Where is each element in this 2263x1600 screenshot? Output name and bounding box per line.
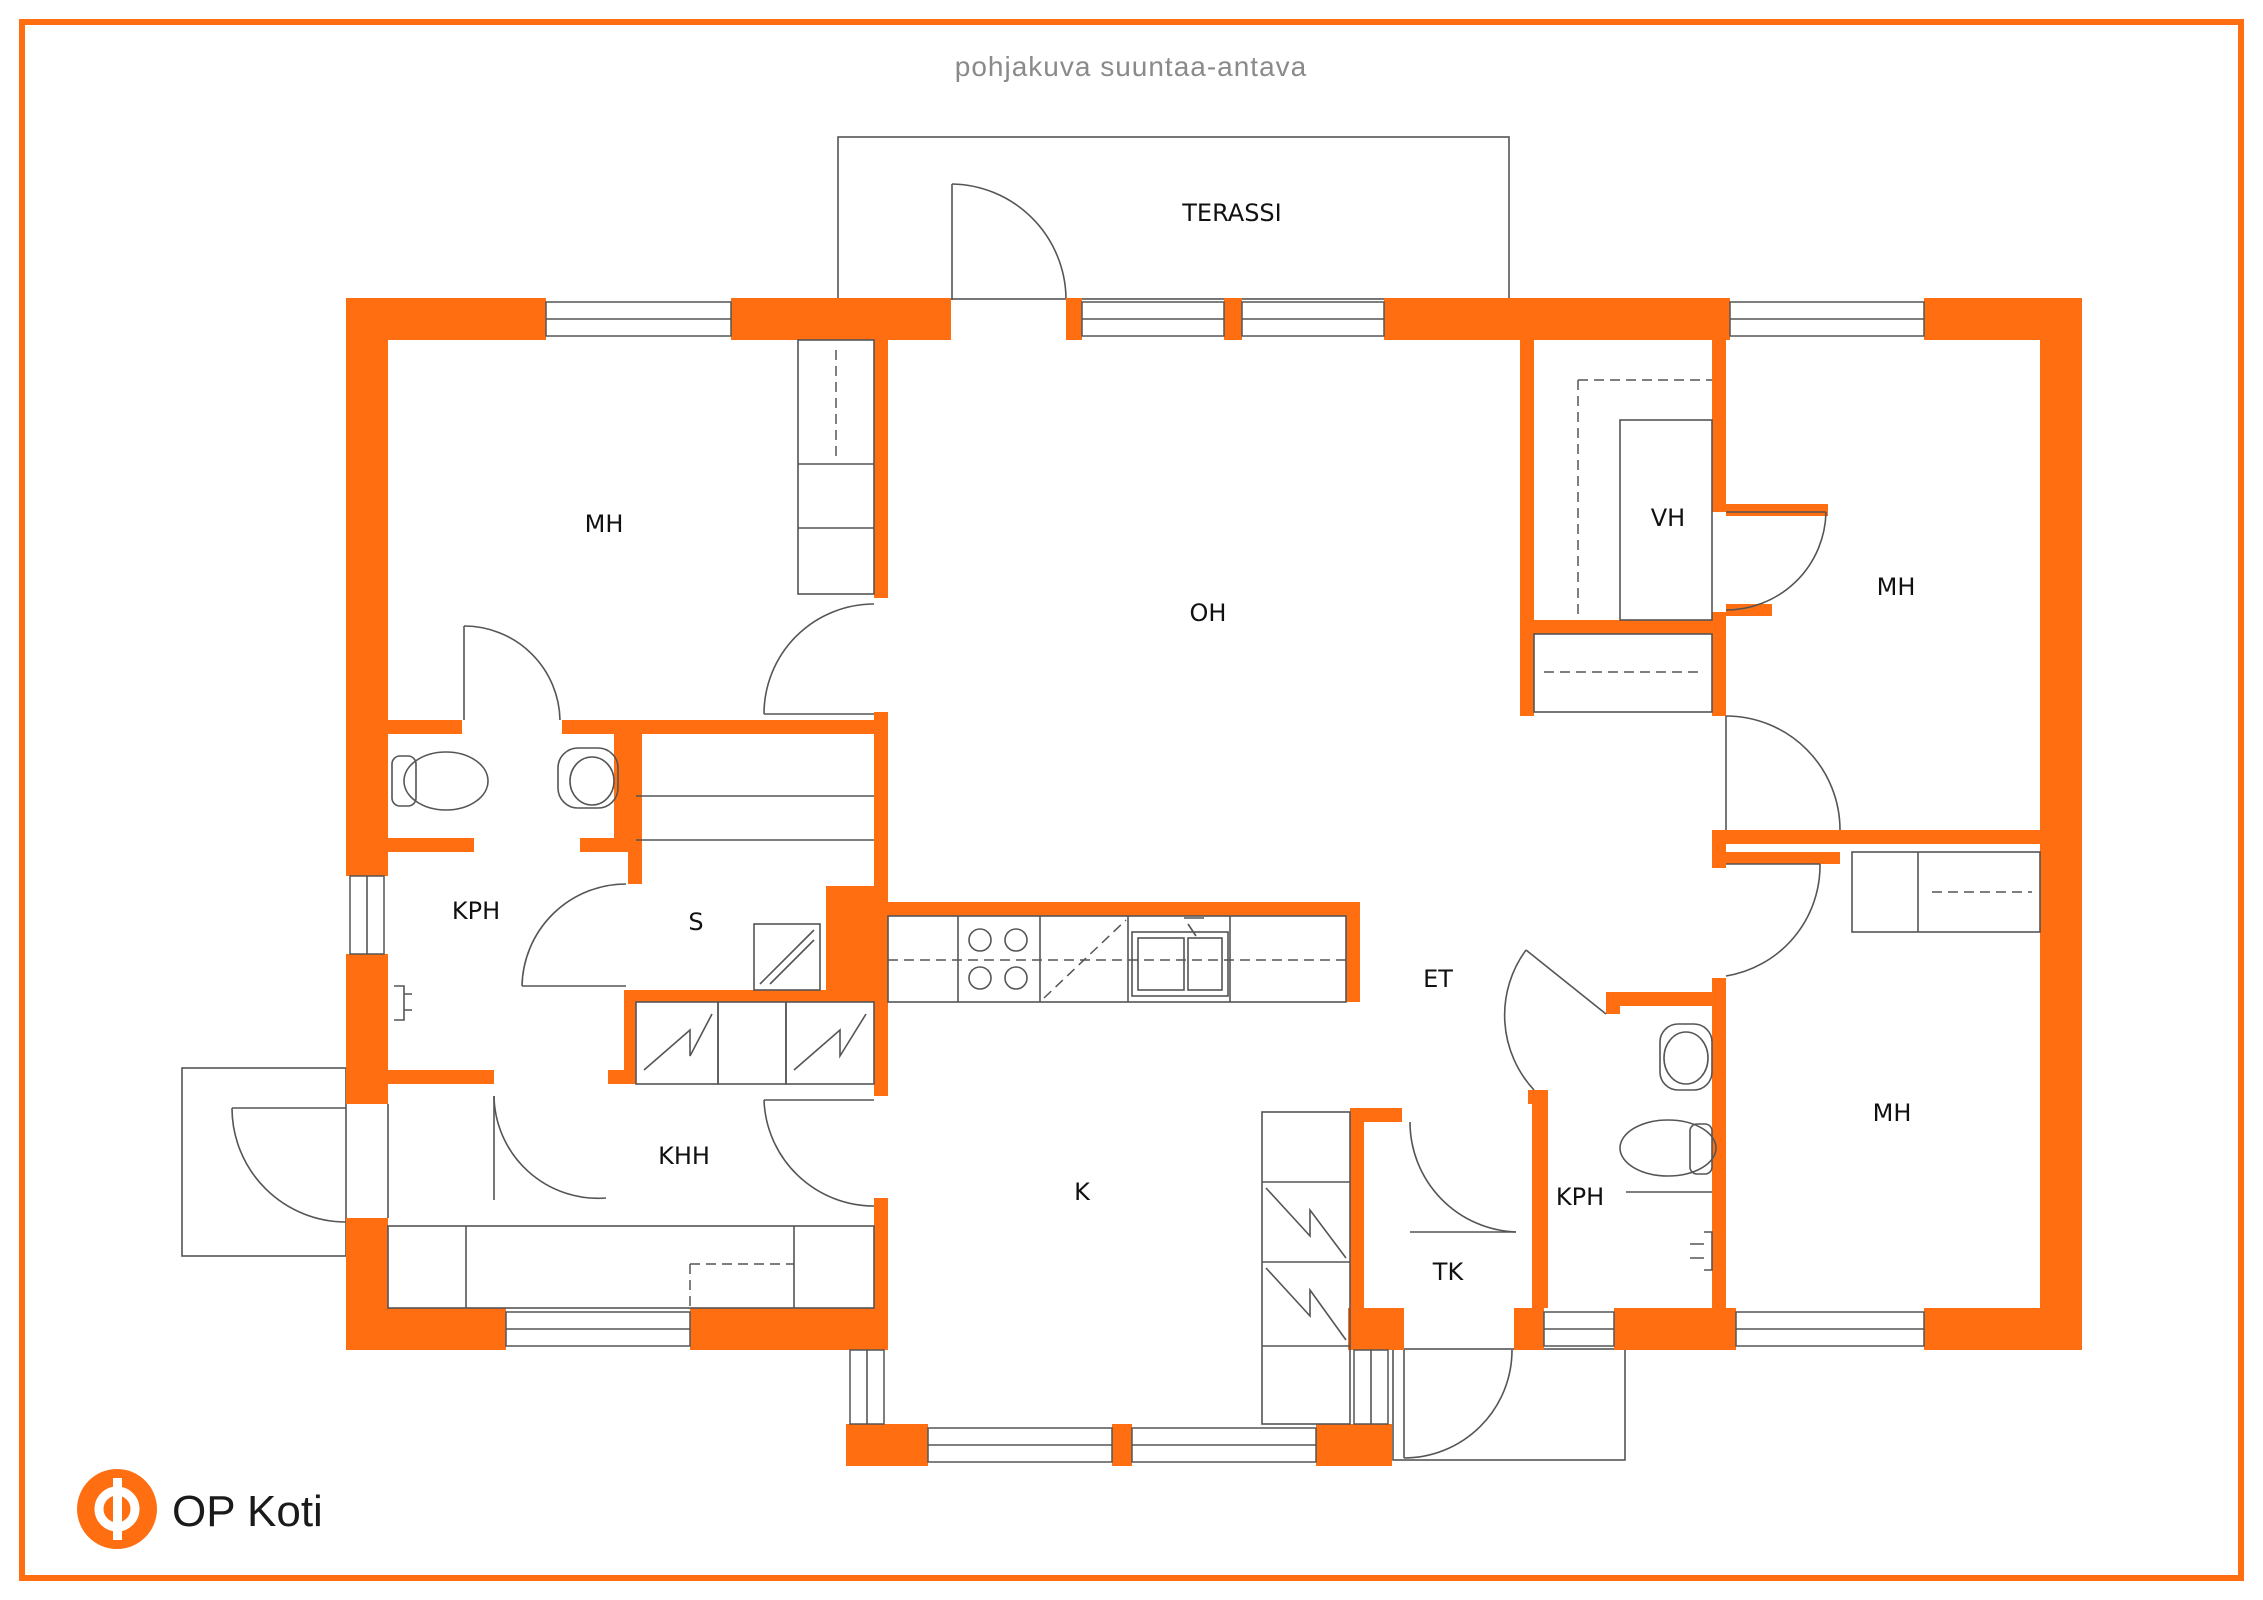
room-label-s: S (688, 908, 703, 936)
room-label-tk: TK (1432, 1258, 1465, 1286)
page-frame (19, 19, 2244, 1581)
side-porch-door (231, 1107, 347, 1223)
brand-name: OP Koti (172, 1487, 323, 1536)
room-label-oh: OH (1190, 599, 1227, 627)
walls (346, 298, 2082, 1466)
fixtures (387, 339, 2041, 1425)
op-logo-icon (77, 1469, 157, 1549)
windows (349, 301, 1925, 1463)
front-porch-outline (1392, 1348, 1626, 1461)
doors (387, 511, 1841, 1459)
plan-caption: pohjakuva suuntaa-antava (955, 51, 1307, 82)
room-label-kph-right: KPH (1556, 1183, 1604, 1211)
room-label-mh-top-left: MH (585, 510, 624, 538)
room-label-terassi: TERASSI (1181, 199, 1282, 227)
side-porch-outline (181, 1067, 347, 1257)
room-label-et: ET (1423, 965, 1453, 993)
terrace-outline (837, 136, 1510, 300)
terrace-door (951, 183, 1067, 300)
room-labels: TERASSI OH MH VH MH KPH S ET MH KHH K KP… (452, 199, 1916, 1286)
room-label-k: K (1074, 1178, 1091, 1206)
room-label-mh-right-bottom: MH (1873, 1099, 1912, 1127)
room-label-mh-right-top: MH (1877, 573, 1916, 601)
room-label-vh: VH (1651, 504, 1685, 532)
room-label-kph-left: KPH (452, 897, 500, 925)
room-label-khh: KHH (658, 1142, 710, 1170)
